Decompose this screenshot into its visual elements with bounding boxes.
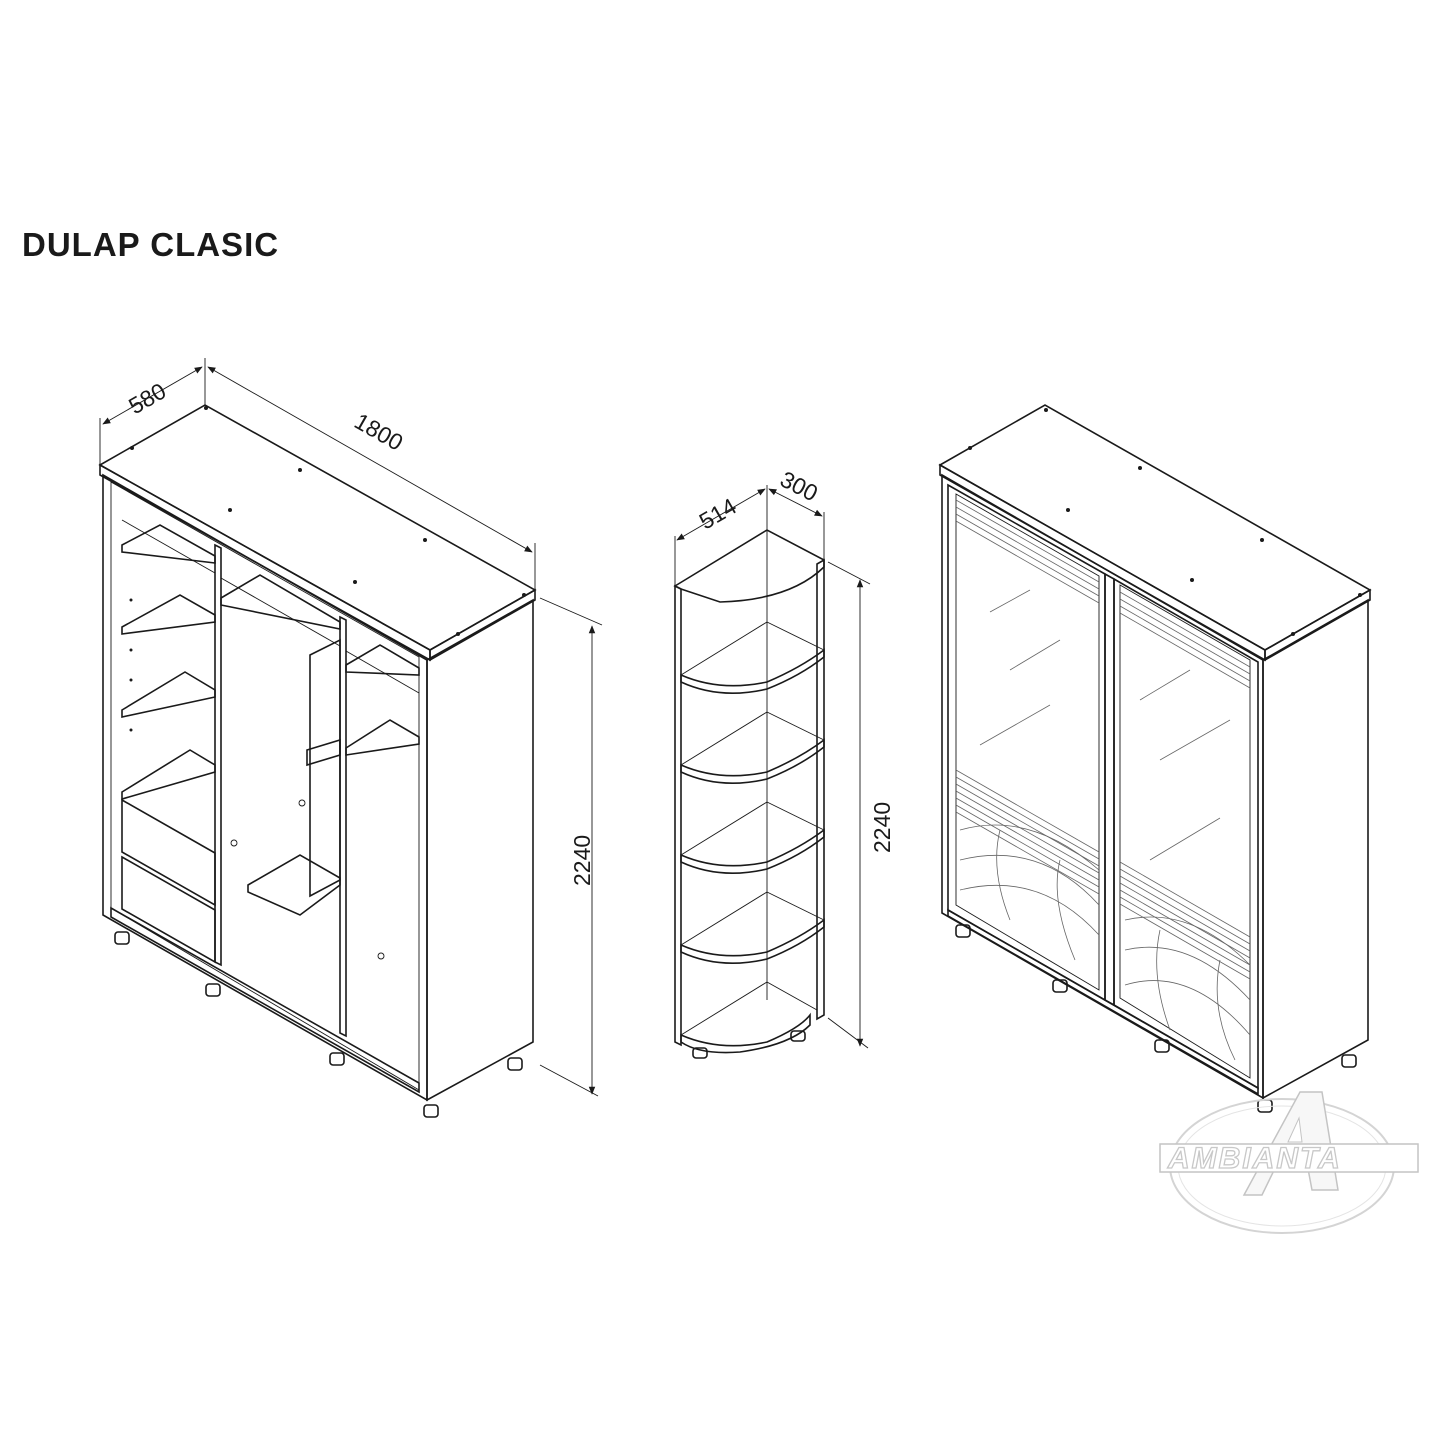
open-wardrobe-drawing: 580 1800 2240 (98, 358, 603, 1118)
dimension-corner-width: 514 (695, 493, 741, 535)
dimension-depth: 580 (124, 378, 170, 420)
sliding-door-wardrobe-drawing (938, 404, 1372, 1113)
dimension-corner-height: 2240 (869, 802, 895, 853)
ambianta-logo: AMBIANTA (1159, 1091, 1419, 1234)
corner-shelf-drawing: 514 300 2240 (673, 466, 895, 1059)
logo-wordmark: AMBIANTA (1167, 1142, 1342, 1175)
dimension-corner-depth: 300 (776, 466, 822, 507)
dimension-width: 1800 (350, 408, 407, 456)
page-title: DULAP CLASIC (22, 226, 280, 263)
dimension-height: 2240 (569, 835, 595, 886)
